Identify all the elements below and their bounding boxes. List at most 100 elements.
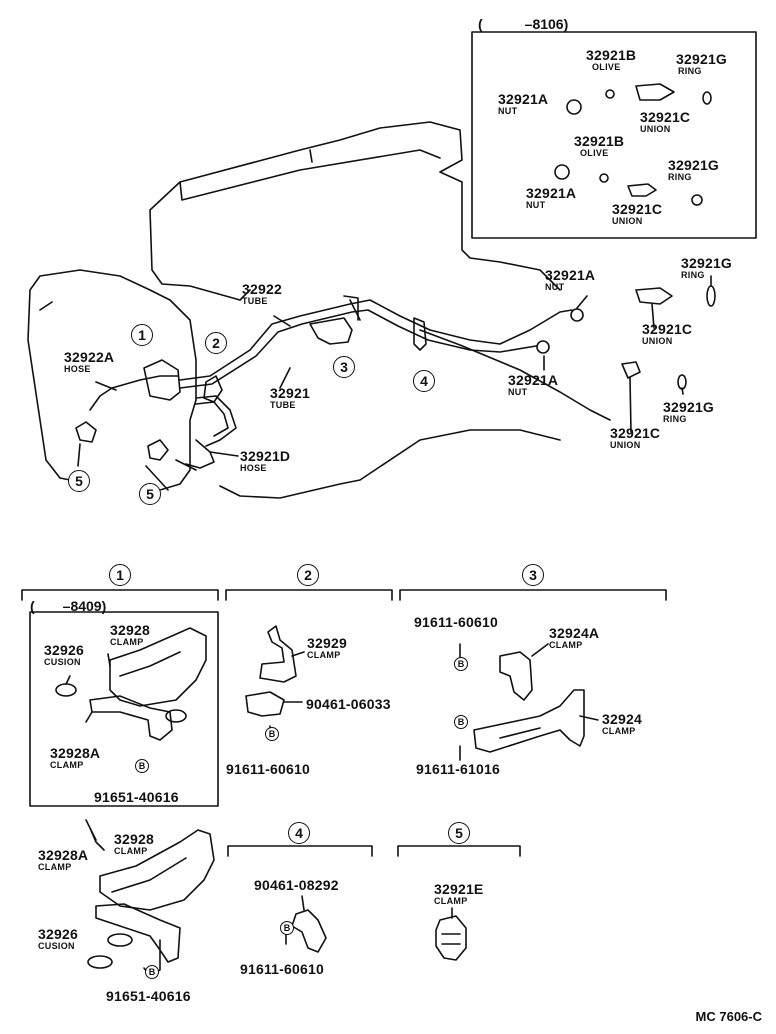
- callout-1-top: 1: [131, 324, 153, 346]
- bracket-2: [203, 375, 223, 403]
- inset-union-2-icon: [627, 183, 657, 197]
- label-91651-40616-early: 91651-40616: [94, 789, 179, 805]
- nut-32921A-upper-icon: [570, 308, 584, 322]
- callout-5-top-b: 5: [139, 483, 161, 505]
- bolt-marker-1: B: [135, 759, 149, 773]
- label-90461-06033: 90461-06033: [306, 696, 391, 712]
- engine-block-outline: [149, 121, 561, 321]
- ring-32921G-upper-icon: [706, 285, 716, 307]
- fitting-5b: [147, 439, 169, 461]
- union-32921C-lower-icon: [621, 361, 641, 379]
- hose-32922A: [89, 375, 179, 411]
- bracket-1: [143, 359, 181, 401]
- group-bracket-4: [227, 845, 373, 857]
- inset-frame-8106: [471, 31, 757, 239]
- label-91651-40616-late: 91651-40616: [106, 988, 191, 1004]
- callout-3-top: 3: [333, 356, 355, 378]
- fitting-5a: [75, 421, 97, 443]
- clamp-32929: [259, 625, 297, 683]
- union-32921C-upper-icon: [635, 287, 673, 305]
- leader-group1-late: [85, 819, 105, 851]
- leader-32928-early: [65, 653, 111, 723]
- tube-32921: [195, 395, 237, 447]
- bolt-marker-4: B: [280, 921, 294, 935]
- bracket-3: [309, 295, 359, 345]
- callout-3-group: 3: [522, 564, 544, 586]
- transmission-outline: [27, 269, 197, 491]
- cushion-32926-late-a-icon: [107, 933, 133, 947]
- cushion-32926-late-b-icon: [87, 955, 113, 969]
- clamp-32928-late: [99, 829, 215, 911]
- inset-period-label: ( –8106): [478, 16, 569, 32]
- group-bracket-1: [21, 589, 219, 601]
- nut-32921A-lower-icon: [536, 340, 550, 354]
- tube-32922: [179, 299, 573, 381]
- group-bracket-5: [397, 845, 521, 857]
- callout-2-top: 2: [205, 332, 227, 354]
- callout-5-top-a: 5: [68, 470, 90, 492]
- ring-32921G-lower-icon: [677, 374, 687, 390]
- bolt-marker-2: B: [265, 727, 279, 741]
- inset-ring-2-icon: [691, 194, 703, 206]
- clip-90461-06033: [245, 691, 285, 717]
- engine-lower-outline: [219, 329, 611, 499]
- callout-2-group: 2: [297, 564, 319, 586]
- callout-4-top: 4: [413, 370, 435, 392]
- tube-32921-b: [195, 401, 229, 437]
- clamp-32921E: [435, 915, 467, 961]
- group-bracket-3: [399, 589, 667, 601]
- clamp-group4: [291, 909, 327, 953]
- callout-4-group: 4: [288, 822, 310, 844]
- inset-nut-2-icon: [554, 164, 570, 180]
- label-91611-61016: 91611-61016: [416, 761, 500, 777]
- inset-union-1-icon: [635, 83, 675, 101]
- bolt-marker-3b: B: [454, 715, 468, 729]
- leader-group4: [285, 895, 305, 945]
- inset-nut-1-icon: [566, 99, 582, 115]
- tube-32922-b: [179, 309, 537, 389]
- label-91611-60610-group3: 91611-60610: [414, 614, 498, 630]
- cushion-32926-early-icon: [55, 683, 77, 697]
- callout-5-group: 5: [448, 822, 470, 844]
- inset-ring-1-icon: [702, 91, 712, 105]
- callout-1-group: 1: [109, 564, 131, 586]
- group-bracket-2: [225, 589, 393, 601]
- bolt-marker-3a: B: [454, 657, 468, 671]
- inset-frame-8409: [29, 611, 219, 807]
- bracket-4: [413, 317, 427, 351]
- leader-group3: [459, 643, 599, 761]
- diagram-code: MC 7606-C: [695, 1009, 762, 1024]
- bolt-marker-1-late: B: [145, 965, 159, 979]
- leader-lines-top: [77, 275, 712, 491]
- clamp-period-label: ( –8409): [30, 598, 107, 614]
- clamp-32924A: [499, 651, 533, 701]
